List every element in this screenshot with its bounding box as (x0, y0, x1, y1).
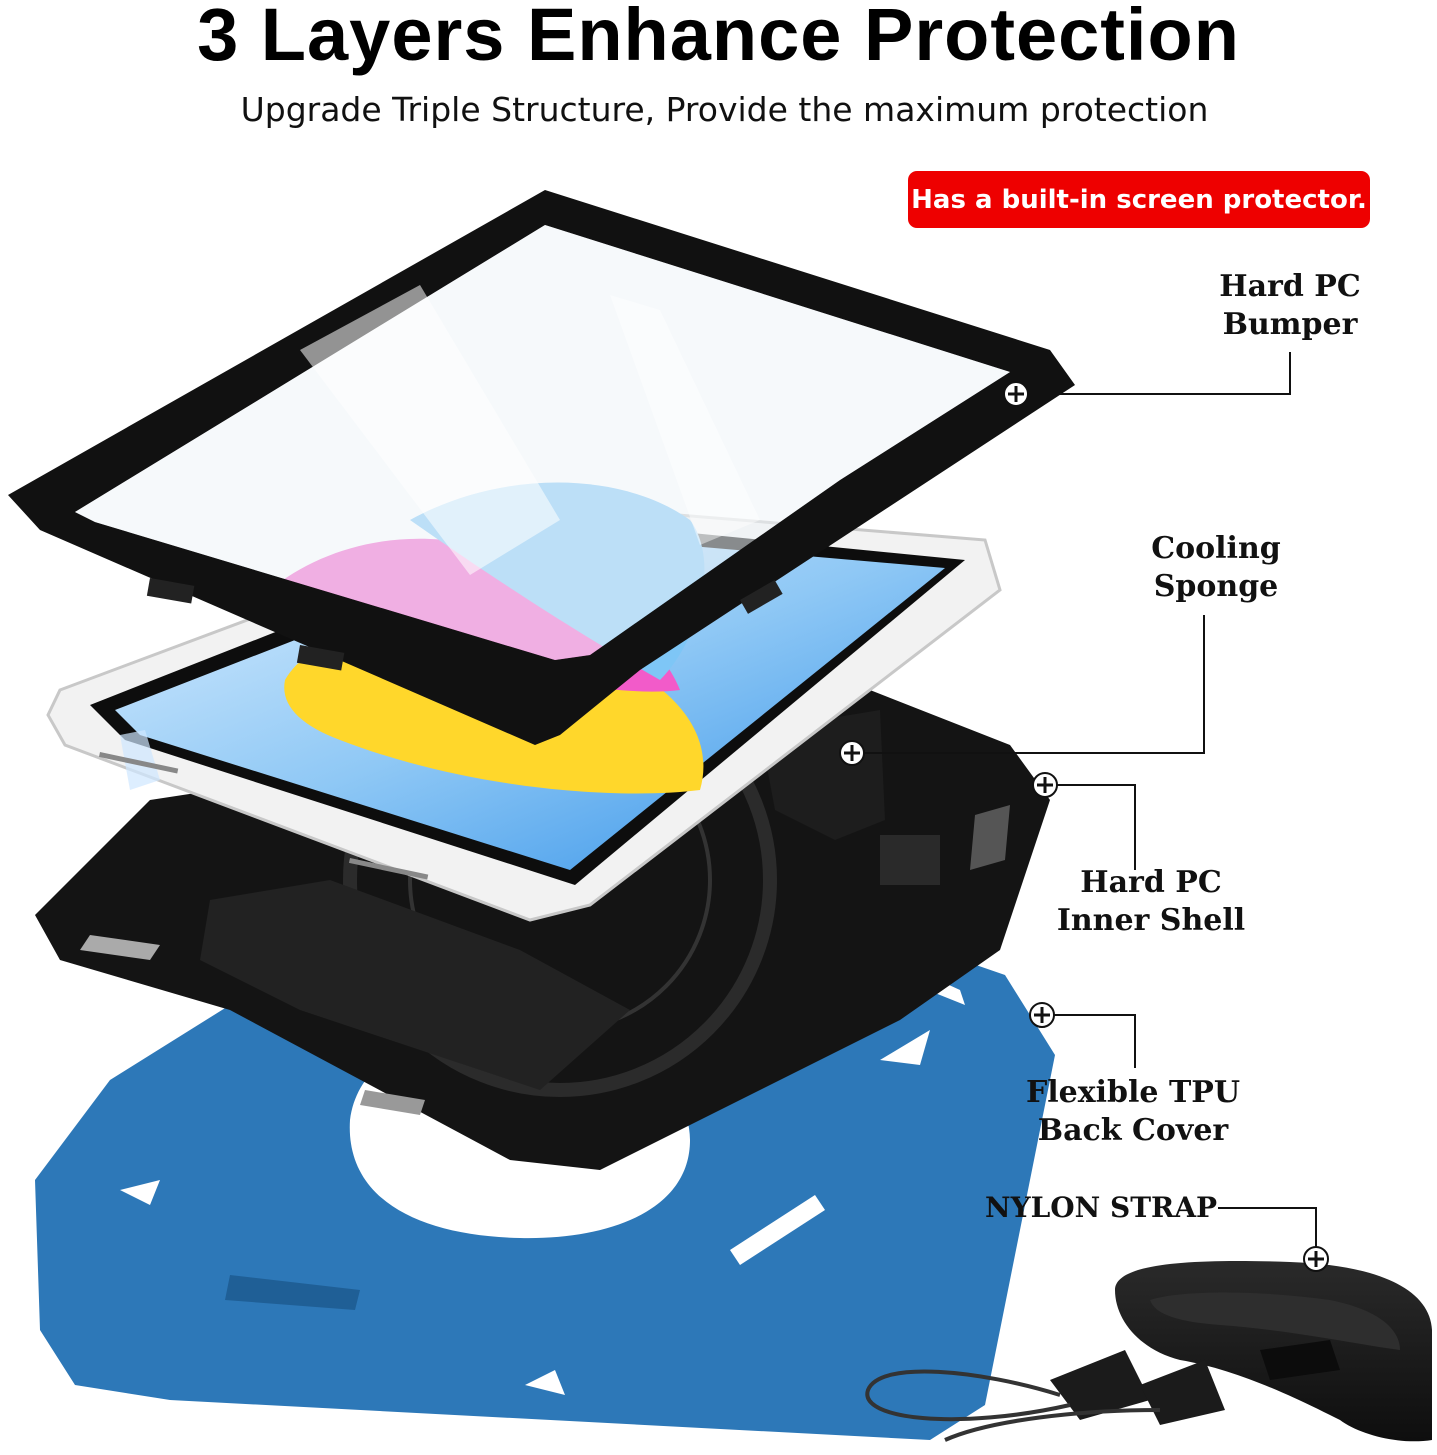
nylon-strap (865, 1260, 1432, 1442)
callout-inner-shell-line1: Hard PC (1080, 865, 1222, 900)
callout-leader-lines (852, 352, 1317, 1258)
page-title: 3 Layers Enhance Protection (197, 0, 1240, 76)
plus-circle-icon (839, 740, 865, 766)
callout-bumper-line1: Hard PC (1219, 269, 1361, 304)
plus-circle-icon (1029, 1002, 1055, 1028)
callout-sponge: Cooling Sponge (1125, 530, 1307, 606)
callout-bumper: Hard PC Bumper (1200, 268, 1380, 344)
hard-pc-bumper (8, 190, 1075, 745)
callout-back-cover: Flexible TPU Back Cover (1018, 1074, 1248, 1150)
callout-sponge-line1: Cooling (1151, 531, 1281, 566)
plus-circle-icon (1032, 772, 1058, 798)
callout-inner-shell-line2: Inner Shell (1056, 903, 1246, 938)
callout-back-cover-line2: Back Cover (1037, 1113, 1229, 1148)
plus-circle-icon (1003, 381, 1029, 407)
screen-protector-badge: Has a built-in screen protector. (908, 171, 1370, 228)
plus-circle-icon (1303, 1246, 1329, 1272)
callout-back-cover-line1: Flexible TPU (1025, 1075, 1240, 1110)
callout-sponge-line2: Sponge (1153, 569, 1279, 604)
callout-strap: NYLON STRAP (985, 1189, 1217, 1227)
page-subtitle: Upgrade Triple Structure, Provide the ma… (240, 90, 1209, 129)
callout-bumper-line2: Bumper (1222, 307, 1358, 342)
callout-strap-label: NYLON STRAP (985, 1191, 1218, 1224)
callout-inner-shell: Hard PC Inner Shell (1045, 864, 1257, 940)
